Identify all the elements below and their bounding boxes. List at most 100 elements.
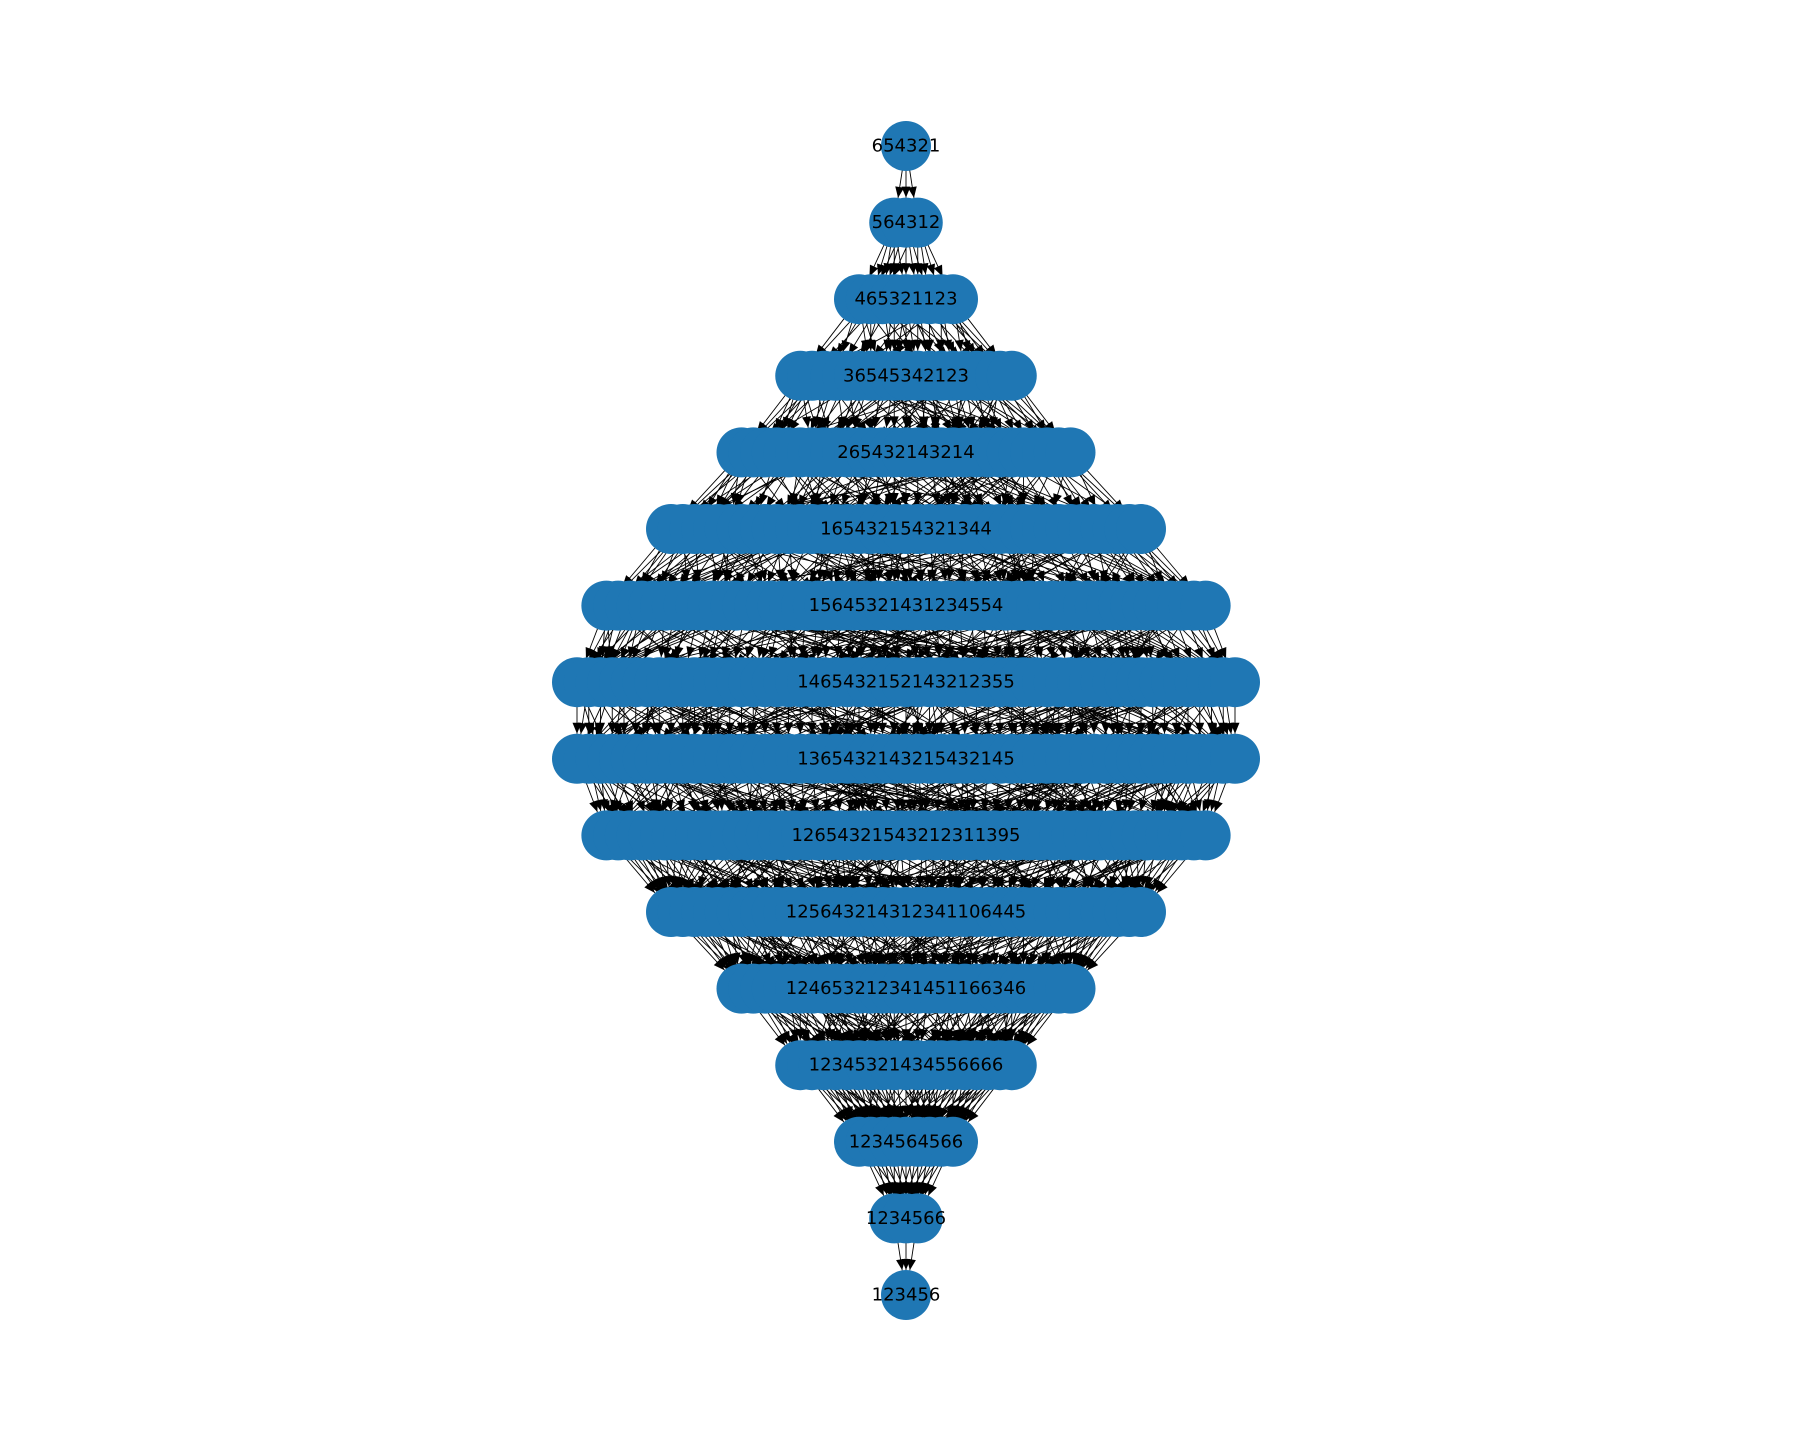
edge-arrowhead xyxy=(951,417,961,430)
edge-arrowhead xyxy=(992,494,1002,507)
edge-arrowhead xyxy=(901,186,911,198)
edge-arrowhead xyxy=(783,952,792,965)
node-label: 1365432143215432145 xyxy=(797,748,1015,769)
edge-arrowhead xyxy=(676,799,685,812)
edge-arrowhead xyxy=(725,722,735,734)
edge-arrowhead xyxy=(983,722,993,734)
edge-arrowhead xyxy=(1101,722,1111,734)
edge-arrowhead xyxy=(871,722,881,735)
edge-arrowhead xyxy=(1063,494,1072,507)
edge-arrowhead xyxy=(865,1106,874,1118)
edge-arrowhead xyxy=(801,1028,811,1041)
edge-arrowhead xyxy=(1033,494,1043,507)
edge-arrowhead xyxy=(995,722,1005,734)
edge-arrowhead xyxy=(1218,722,1228,734)
edge-arrowhead xyxy=(913,339,923,351)
edge-arrowhead xyxy=(761,952,771,965)
edge-arrowhead xyxy=(767,570,777,583)
edge-arrowhead xyxy=(928,1183,937,1196)
edge-arrowhead xyxy=(901,263,911,275)
edge-arrowhead xyxy=(578,722,587,735)
graph-node xyxy=(986,1040,1037,1091)
edge-arrowhead xyxy=(945,799,955,811)
edge-arrowhead xyxy=(701,722,711,734)
graph-node xyxy=(1210,733,1260,784)
node-label: 15645321431234554 xyxy=(809,595,1004,616)
edge-arrowhead xyxy=(761,646,771,659)
edge-arrowhead xyxy=(1053,493,1062,506)
edge-arrowhead xyxy=(1170,646,1180,659)
edge-arrowhead xyxy=(912,723,921,735)
edge-arrowhead xyxy=(758,569,768,582)
edge-arrowhead xyxy=(1207,722,1216,734)
node-label: 123456 xyxy=(872,1285,941,1306)
edges-layer xyxy=(572,166,1240,1271)
edge-arrowhead xyxy=(587,724,597,737)
edge-arrowhead xyxy=(913,263,923,275)
edge-arrowhead xyxy=(863,875,873,888)
edge-arrowhead xyxy=(687,799,697,812)
graph-node xyxy=(1116,504,1166,554)
node-label: 12654321543212311395 xyxy=(791,825,1020,846)
node-label: 165432154321344 xyxy=(820,519,992,540)
edge-arrowhead xyxy=(615,800,624,813)
edge-arrowhead xyxy=(1145,645,1155,658)
edge-arrowhead xyxy=(798,645,808,658)
node-label: 465321123 xyxy=(854,289,957,310)
edge-arrowhead xyxy=(599,799,609,811)
edge-arrowhead xyxy=(1086,494,1096,507)
graph-node xyxy=(1210,657,1260,708)
edge-arrowhead xyxy=(823,875,832,888)
graph-node xyxy=(928,274,978,325)
edge-arrowhead xyxy=(1158,801,1168,814)
edge-arrowhead xyxy=(1195,722,1205,734)
edge-arrowhead xyxy=(716,799,726,811)
edge-arrowhead xyxy=(775,799,785,811)
edge-arrowhead xyxy=(957,569,967,581)
edge-arrowhead xyxy=(889,416,899,428)
edge-arrowhead xyxy=(1182,646,1192,659)
edge-arrowhead xyxy=(1125,571,1136,584)
edge-arrowhead xyxy=(881,264,890,277)
edge-arrowhead xyxy=(1124,722,1134,734)
edge-arrowhead xyxy=(874,569,884,581)
edge-arrowhead xyxy=(773,876,783,889)
node-label: 125643214312341106445 xyxy=(786,902,1027,923)
edge-arrowhead xyxy=(895,186,905,198)
edge-arrowhead xyxy=(841,493,851,506)
edge-arrowhead xyxy=(781,1030,790,1043)
nodes-layer xyxy=(552,121,1260,1320)
edge-arrowhead xyxy=(833,875,843,888)
graph-node xyxy=(892,197,943,248)
edge-arrowhead xyxy=(926,263,935,276)
graph-node xyxy=(1045,427,1096,478)
edge-arrowhead xyxy=(961,340,971,352)
graph-node xyxy=(1180,810,1231,861)
edge-arrowhead xyxy=(698,875,707,888)
edge-arrowhead xyxy=(1078,571,1089,584)
edge-arrowhead xyxy=(869,264,879,277)
edge-arrowhead xyxy=(901,339,911,351)
edge-arrowhead xyxy=(802,416,811,428)
edge-arrowhead xyxy=(844,876,853,889)
edge-arrowhead xyxy=(819,722,829,734)
edge-arrowhead xyxy=(1087,959,1099,971)
edge-arrowhead xyxy=(787,799,797,811)
edge-arrowhead xyxy=(954,339,964,352)
edge-arrowhead xyxy=(731,952,741,964)
edge-arrowhead xyxy=(713,959,725,971)
edge-arrowhead xyxy=(1058,646,1067,658)
edge-arrowhead xyxy=(869,799,879,811)
node-label: 654321 xyxy=(872,136,941,157)
edge-arrowhead xyxy=(945,569,955,581)
edge-arrowhead xyxy=(883,416,893,428)
graph-node xyxy=(881,121,931,171)
edge-arrowhead xyxy=(925,339,934,351)
edge-arrowhead xyxy=(844,952,853,965)
edge-arrowhead xyxy=(916,569,926,581)
node-label: 1234564566 xyxy=(849,1131,964,1152)
edge-arrowhead xyxy=(1058,878,1068,890)
edge-arrowhead xyxy=(745,646,754,658)
